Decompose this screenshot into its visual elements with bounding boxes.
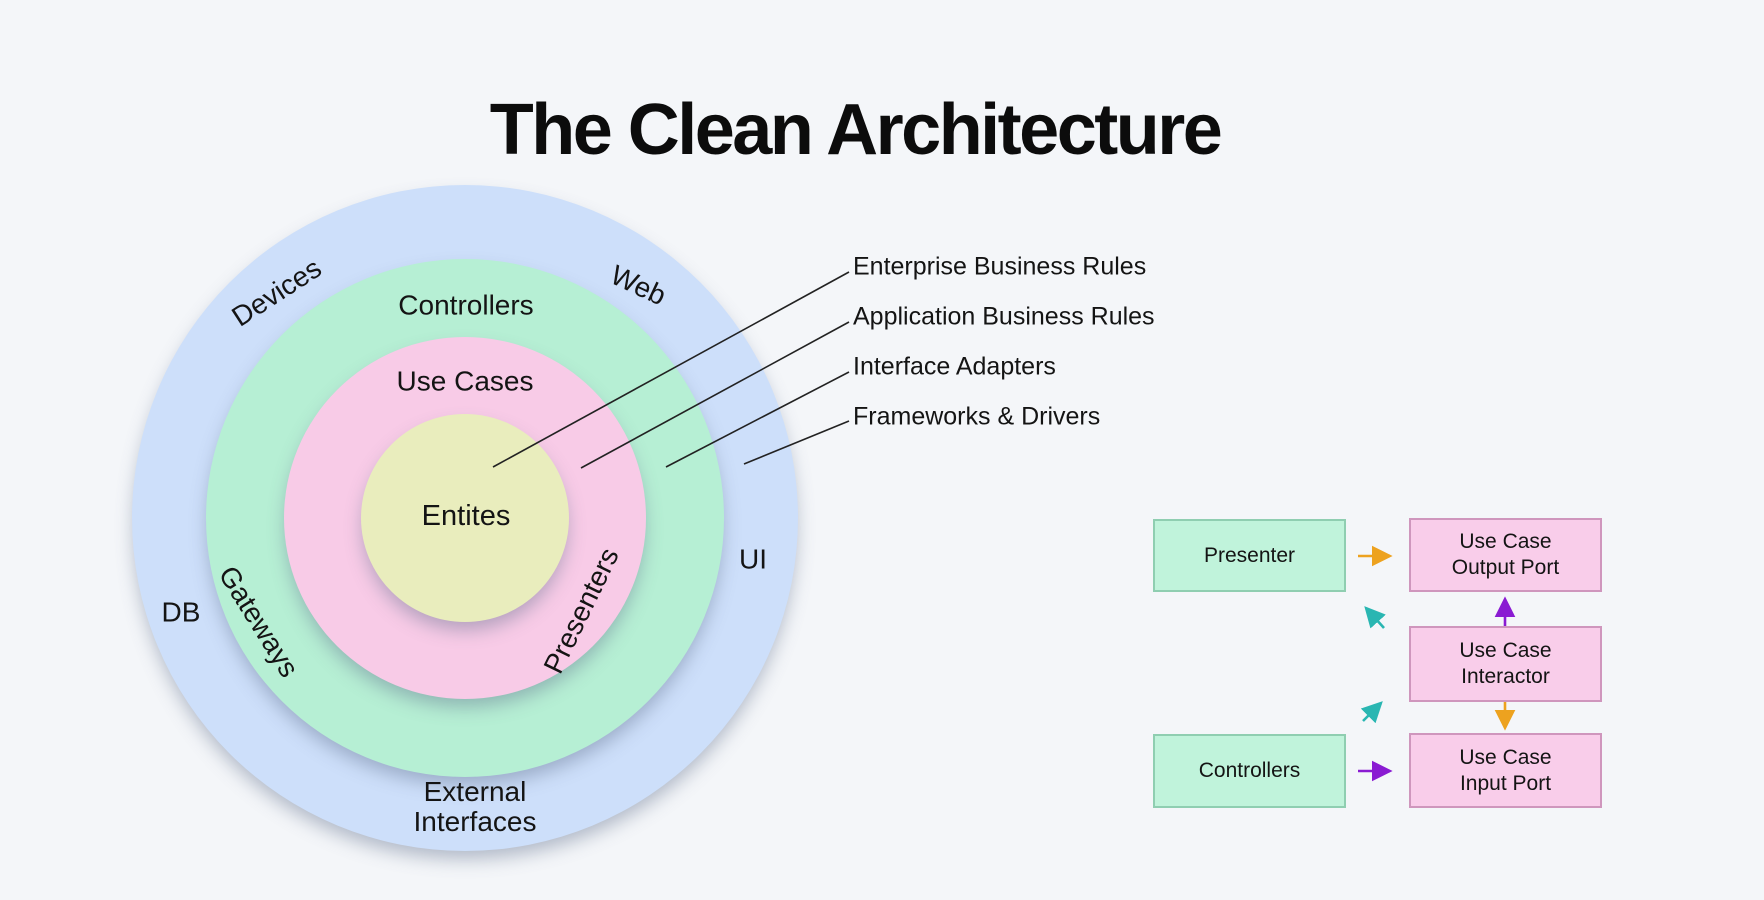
callout-enterprise-business-rules: Enterprise Business Rules <box>853 252 1147 281</box>
page-title: The Clean Architecture <box>489 90 1223 171</box>
flow-box-output-line2: Output Port <box>1451 556 1560 579</box>
flow-box-input-line1: Use Case <box>1459 745 1552 769</box>
flow-box-use-case-input-port: Use Case Input Port <box>1409 733 1602 808</box>
arrow-diagonal-to-presenter <box>1364 606 1386 629</box>
label-controllers: Controllers <box>398 289 534 321</box>
flow-box-controllers-label: Controllers <box>1198 759 1301 782</box>
label-ui: UI <box>739 543 767 575</box>
flow-box-output-line1: Use Case <box>1459 530 1552 553</box>
flow-box-controllers: Controllers <box>1153 734 1346 808</box>
callout-frameworks-and-drivers: Frameworks & Drivers <box>853 402 1101 431</box>
flow-box-interactor-line1: Use Case <box>1459 639 1552 662</box>
flow-box-presenter: Presenter <box>1153 519 1346 592</box>
label-use-cases: Use Cases <box>396 365 534 397</box>
label-entities: Entites <box>421 500 511 533</box>
flow-box-use-case-output-port: Use Case Output Port <box>1409 518 1602 592</box>
callout-interface-adapters: Interface Adapters <box>853 352 1056 381</box>
flow-box-use-case-interactor: Use Case Interactor <box>1409 626 1602 702</box>
arrow-diagonal-to-interactor <box>1360 701 1383 724</box>
label-external-interfaces: External Interfaces <box>414 777 537 837</box>
label-db: DB <box>161 596 201 628</box>
flow-box-presenter-label: Presenter <box>1203 543 1296 567</box>
callout-application-business-rules: Application Business Rules <box>853 302 1155 331</box>
label-external-line2: Interfaces <box>413 806 537 837</box>
flow-box-interactor-line2: Interactor <box>1461 665 1550 688</box>
flow-box-input-line2: Input Port <box>1459 771 1552 795</box>
label-external-line1: External <box>423 776 527 807</box>
